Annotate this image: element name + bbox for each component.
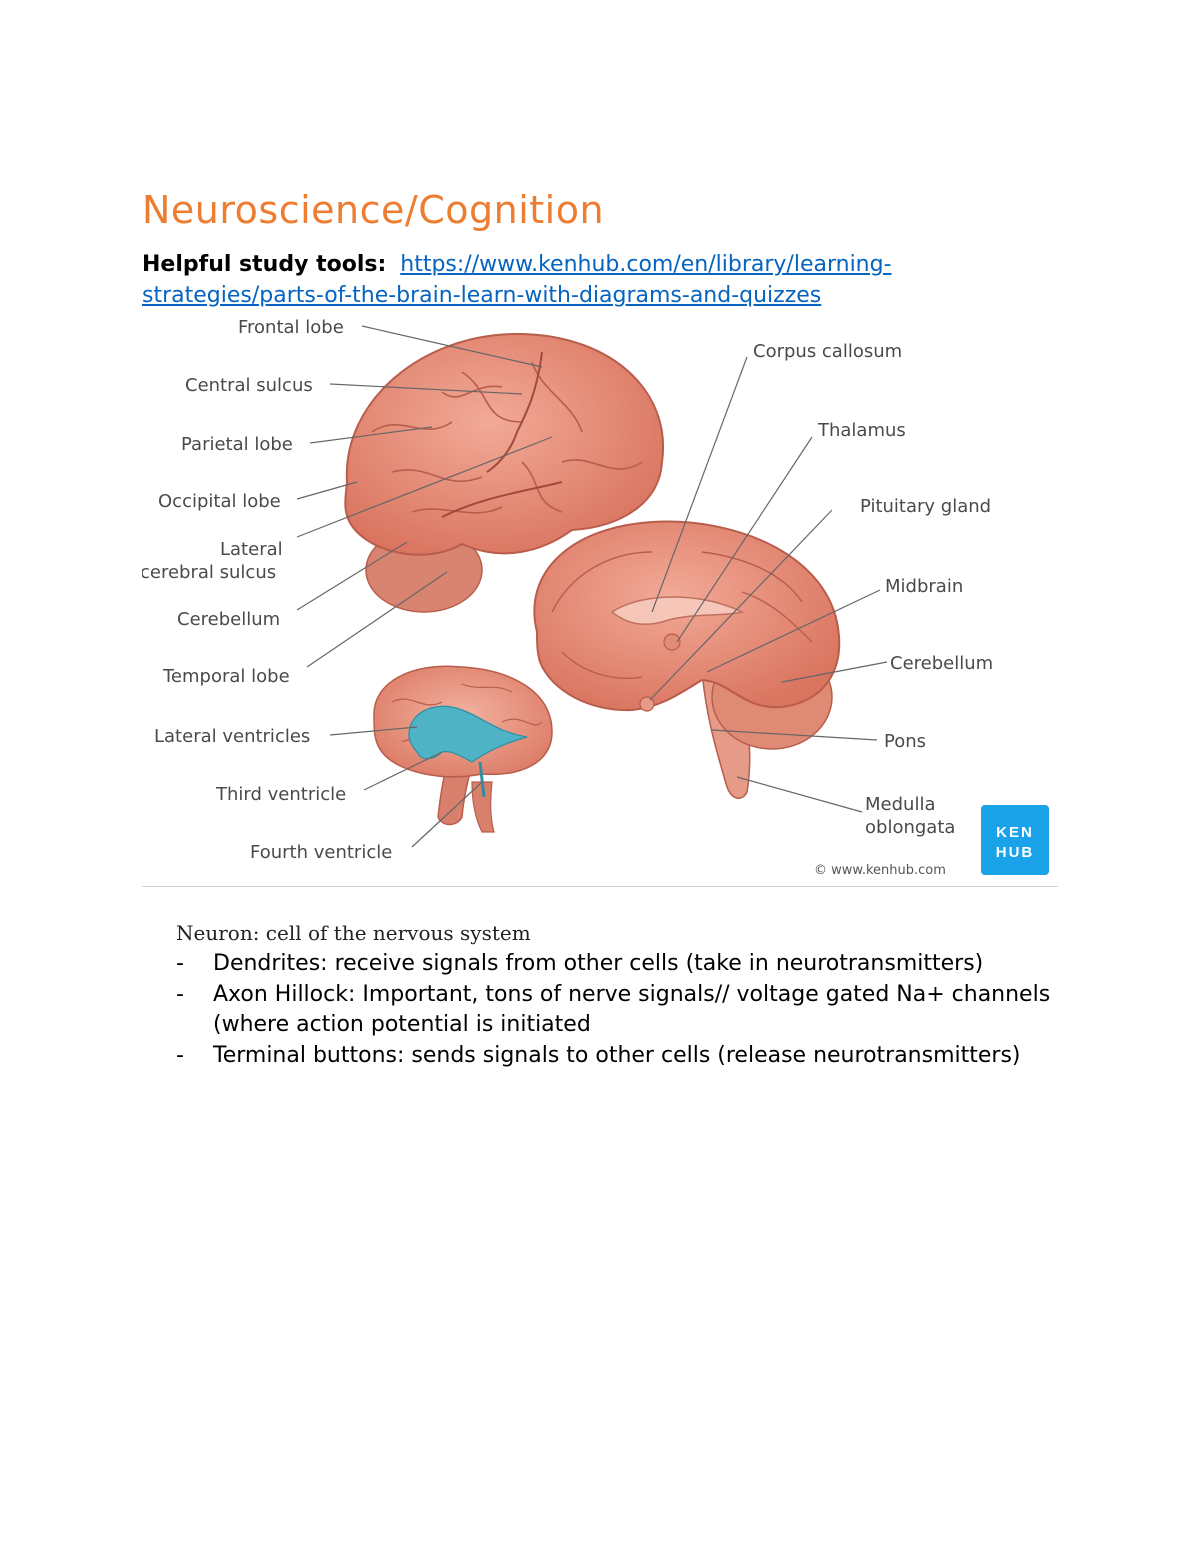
lateral-ventricles-shape: [408, 705, 528, 763]
label-thalamus: Thalamus: [817, 420, 906, 441]
label-medulla-line2: oblongata: [865, 817, 955, 838]
label-third-ventricle: Third ventricle: [215, 784, 346, 805]
label-pons: Pons: [884, 731, 926, 752]
leader-lines: [296, 325, 888, 848]
label-occipital-lobe: Occipital lobe: [158, 491, 281, 512]
sagittal-brain-illustration: [533, 520, 841, 799]
page-title: Neuroscience/Cognition: [142, 188, 605, 232]
label-midbrain: Midbrain: [885, 576, 963, 597]
figure-divider: [142, 886, 1058, 887]
lateral-cerebrum-shape: [344, 332, 665, 556]
ventricle-brain-illustration: [373, 665, 553, 833]
brain-diagram: Frontal lobe Central sulcus Parietal lob…: [142, 312, 1058, 882]
label-frontal-lobe: Frontal lobe: [238, 317, 344, 338]
label-corpus-callosum: Corpus callosum: [753, 341, 902, 362]
list-item: - Dendrites: receive signals from other c…: [176, 949, 1076, 980]
kenhub-copyright: © www.kenhub.com: [814, 863, 946, 878]
label-fourth-ventricle: Fourth ventricle: [250, 842, 392, 863]
neuron-definition: Neuron: cell of the nervous system: [176, 921, 531, 945]
label-central-sulcus: Central sulcus: [185, 375, 313, 396]
kenhub-logo: [981, 805, 1049, 875]
kenhub-link[interactable]: https://www.kenhub.com/en/library/learni…: [142, 252, 892, 308]
label-cerebellum-sagittal: Cerebellum: [890, 653, 993, 674]
brain-diagram-svg: Frontal lobe Central sulcus Parietal lob…: [142, 317, 1049, 878]
list-item: - Terminal buttons: sends signals to othe…: [176, 1041, 1076, 1072]
list-item-text: Axon Hillock: Important, tons of nerve s…: [213, 981, 1051, 1038]
label-lateral-ventricles: Lateral ventricles: [154, 726, 310, 747]
kenhub-logo-text-1: KEN: [996, 824, 1034, 841]
label-medulla-line1: Medulla: [865, 794, 935, 815]
label-lateral-sulcus-line1: Lateral: [220, 539, 283, 560]
bullet-dash: -: [176, 981, 184, 1007]
label-cerebellum-lateral: Cerebellum: [177, 609, 280, 630]
list-item: - Axon Hillock: Important, tons of nerve …: [176, 980, 1076, 1041]
label-pituitary-gland: Pituitary gland: [860, 496, 991, 517]
kenhub-logo-text-2: HUB: [996, 844, 1035, 861]
label-parietal-lobe: Parietal lobe: [181, 434, 293, 455]
bullet-dash: -: [176, 951, 184, 976]
neuron-parts-list: - Dendrites: receive signals from other c…: [176, 949, 1076, 1071]
label-temporal-lobe: Temporal lobe: [162, 666, 290, 687]
list-item-text: Terminal buttons: sends signals to other…: [213, 1042, 1021, 1068]
label-lateral-sulcus-line2: cerebral sulcus: [142, 562, 276, 583]
kenhub-link-line-2: strategies/parts-of-the-brain-learn-with…: [142, 283, 822, 308]
list-item-text: Dendrites: receive signals from other ce…: [213, 951, 984, 976]
study-tools-line: Helpful study tools: https://www.kenhub.…: [142, 249, 1042, 311]
study-tools-label: Helpful study tools:: [142, 252, 387, 277]
bullet-dash: -: [176, 1042, 184, 1068]
kenhub-link-line-1: https://www.kenhub.com/en/library/learni…: [400, 252, 892, 277]
